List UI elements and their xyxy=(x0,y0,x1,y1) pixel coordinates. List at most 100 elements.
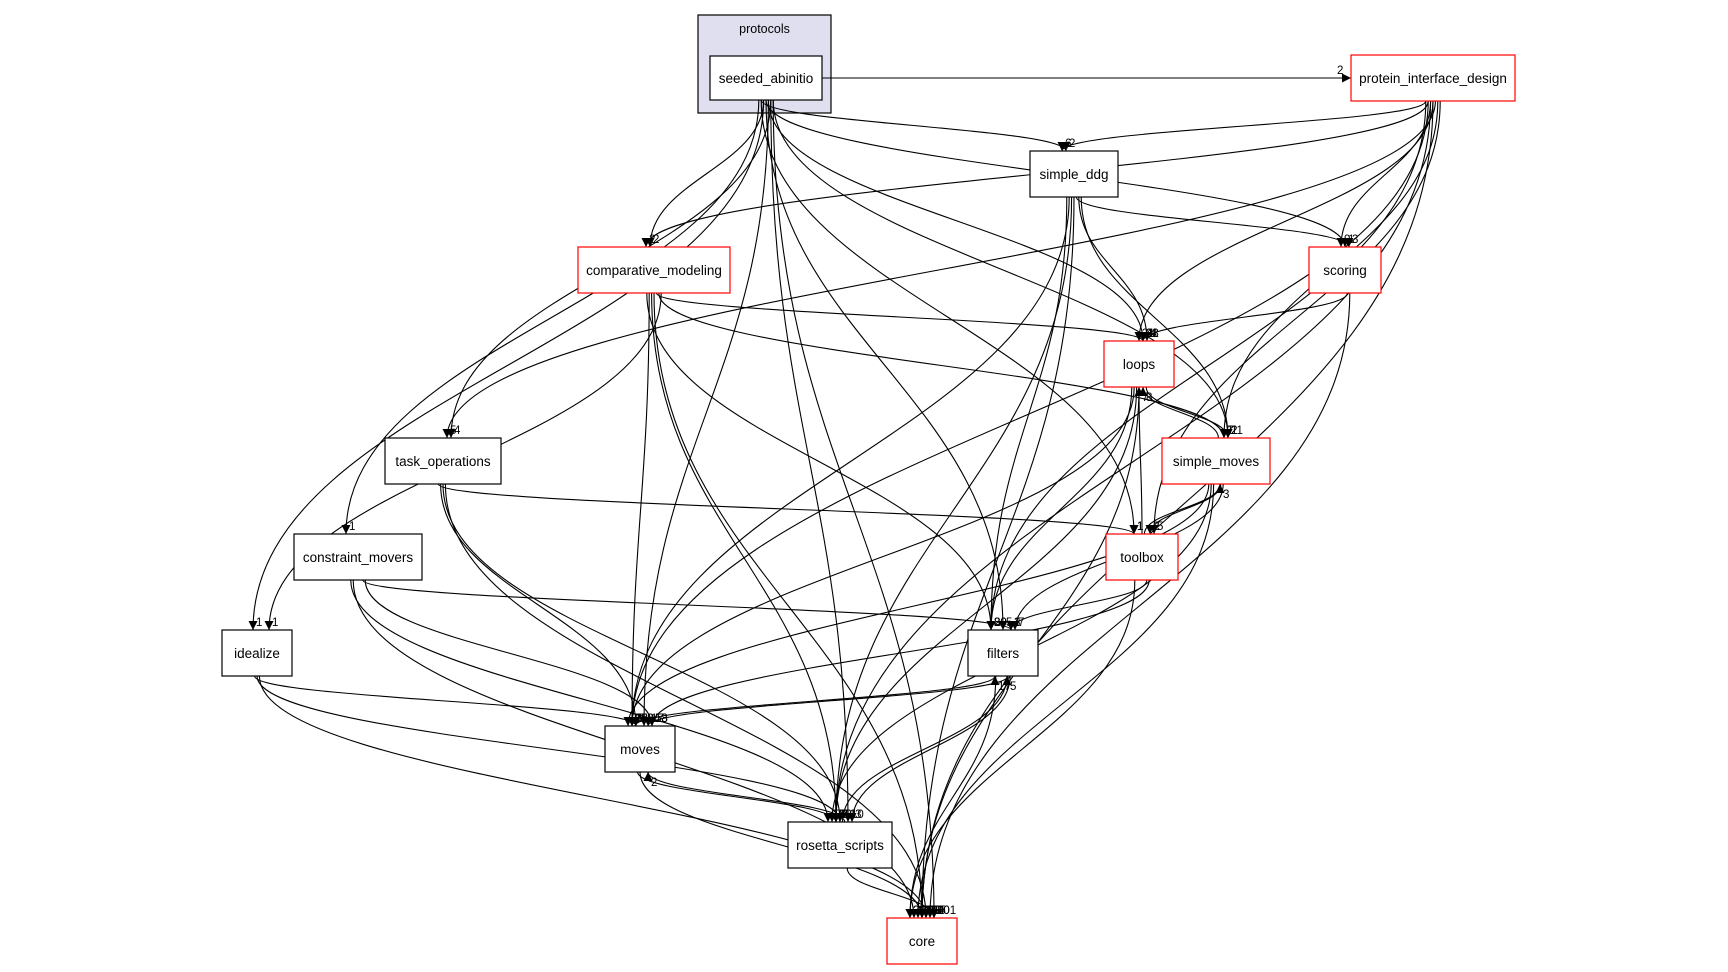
edge-label: 5 xyxy=(639,713,645,725)
node-label: toolbox xyxy=(1120,550,1164,565)
edge-task_operations-to-toolbox[interactable]: 1 xyxy=(437,483,1143,535)
edge-label: 2 xyxy=(649,234,655,246)
node-box xyxy=(1350,54,1516,102)
edge-toolbox-to-moves[interactable]: 53 xyxy=(647,579,1150,727)
edge-label: 2 xyxy=(1337,65,1343,77)
edge-simple_ddg-to-simple_moves[interactable]: 2 xyxy=(1080,196,1237,439)
node-label: core xyxy=(909,934,935,949)
edge-simple_ddg-to-rosetta_scripts[interactable]: 5 xyxy=(831,196,1073,823)
edge-label: 20 xyxy=(937,905,950,917)
edge-label: 2 xyxy=(651,777,657,789)
edge-label: 7 xyxy=(1142,392,1148,404)
edge-line xyxy=(647,579,1150,727)
node-label: simple_ddg xyxy=(1039,167,1108,182)
edge-toolbox-to-simple_moves[interactable]: 3 xyxy=(1143,483,1229,535)
edge-seeded_abinitio-to-comparative_modeling[interactable]: 2 xyxy=(645,99,765,248)
edge-scoring-to-loops[interactable]: 3 xyxy=(1138,292,1348,342)
edge-rosetta_scripts-to-filters[interactable]: 5 xyxy=(841,675,1016,823)
edge-line xyxy=(634,675,1000,727)
edge-comparative_modeling-to-loops[interactable]: 28 xyxy=(655,292,1159,342)
edge-line xyxy=(831,100,1432,823)
edge-loops-to-filters[interactable]: 3 xyxy=(986,386,1133,631)
edge-line xyxy=(917,196,1075,919)
edge-rosetta_scripts-to-core[interactable]: 101 xyxy=(846,867,956,919)
edge-line xyxy=(1080,196,1233,439)
edge-line xyxy=(1075,196,1354,248)
node-simple-moves[interactable]: simple_moves xyxy=(1161,437,1271,485)
edge-seeded_abinitio-to-simple_ddg[interactable]: 2 xyxy=(760,99,1075,152)
edge-line xyxy=(1143,483,1225,535)
edge-label: 1 xyxy=(1137,521,1143,533)
edge-label: 3 xyxy=(994,617,1000,629)
edge-seeded_abinitio-to-core[interactable]: 20 xyxy=(772,99,950,919)
edge-constraint_movers-to-rosetta_scripts[interactable]: 2 xyxy=(350,579,838,823)
edge-rosetta_scripts-to-moves[interactable]: 2 xyxy=(643,771,846,823)
node-label: seeded_abinitio xyxy=(719,71,814,86)
node-box xyxy=(709,55,823,101)
edge-protein_interface_design-to-task_operations[interactable]: 5 xyxy=(442,100,1436,439)
edge-seeded_abinitio-to-simple_moves[interactable]: 2 xyxy=(772,99,1237,439)
edge-label: 2 xyxy=(1069,138,1075,150)
edge-idealize-to-moves[interactable]: 9 xyxy=(254,675,646,727)
node-core[interactable]: core xyxy=(886,917,958,965)
edge-line xyxy=(1138,292,1348,342)
edge-simple_moves-to-loops[interactable]: 8 xyxy=(1138,386,1219,439)
edge-simple_ddg-to-scoring[interactable]: 3 xyxy=(1075,196,1358,248)
edge-protein_interface_design-to-core[interactable]: 452 xyxy=(917,100,1434,919)
edge-seeded_abinitio-to-protein_interface_design[interactable]: 2 xyxy=(821,65,1351,83)
node-box xyxy=(293,533,423,581)
edge-constraint_movers-to-filters[interactable]: 3 xyxy=(362,579,1021,631)
edge-simple_ddg-to-loops[interactable]: 4 xyxy=(1078,196,1157,342)
edge-protein_interface_design-to-simple_ddg[interactable]: 6 xyxy=(1057,100,1427,152)
edge-line xyxy=(658,292,1229,439)
edge-line xyxy=(653,292,927,919)
edge-idealize-to-core[interactable]: 63 xyxy=(258,675,942,919)
edge-line xyxy=(444,483,931,919)
edge-protein_interface_design-to-scoring[interactable]: 9 xyxy=(1336,100,1432,248)
node-label: idealize xyxy=(234,646,280,661)
node-idealize[interactable]: idealize xyxy=(221,629,293,677)
edge-toolbox-to-filters[interactable]: 1 xyxy=(1006,579,1148,631)
edge-label: 3 xyxy=(1352,234,1358,246)
node-loops[interactable]: loops xyxy=(1103,340,1175,388)
edge-label: 17 xyxy=(651,713,664,725)
edge-line xyxy=(627,292,650,727)
edge-line xyxy=(760,99,1071,152)
node-simple-ddg[interactable]: simple_ddg xyxy=(1029,150,1119,198)
node-scoring[interactable]: scoring xyxy=(1308,246,1382,294)
edge-label: 2 xyxy=(843,809,849,821)
node-label: filters xyxy=(987,646,1020,661)
node-comparative-modeling[interactable]: comparative_modeling xyxy=(577,246,731,294)
edge-line xyxy=(846,867,939,919)
node-moves[interactable]: moves xyxy=(604,725,676,773)
node-label: loops xyxy=(1123,357,1156,372)
edge-seeded_abinitio-to-idealize[interactable]: 1 xyxy=(248,99,765,631)
edge-seeded_abinitio-to-loops[interactable]: 41 xyxy=(767,99,1159,342)
node-constraint-movers[interactable]: constraint_movers xyxy=(293,533,423,581)
edge-comparative_modeling-to-filters[interactable]: 3 xyxy=(646,292,1001,631)
edge-filters-to-rosetta_scripts[interactable]: 3 xyxy=(847,675,1011,823)
edge-loops-to-rosetta_scripts[interactable]: 3 xyxy=(831,386,1138,823)
edge-seeded_abinitio-to-toolbox[interactable]: 1 xyxy=(760,99,1143,535)
edge-line xyxy=(1006,579,1148,631)
edge-label: 11 xyxy=(1231,425,1243,437)
edge-label: 6 xyxy=(1065,138,1071,150)
edge-idealize-to-rosetta_scripts[interactable]: 2 xyxy=(256,675,849,823)
cluster-label: protocols xyxy=(739,22,790,36)
node-seeded-abinitio[interactable]: seeded_abinitio xyxy=(709,55,823,101)
edge-comparative_modeling-to-rosetta_scripts[interactable]: 1 xyxy=(651,292,846,823)
node-task-operations[interactable]: task_operations xyxy=(384,437,502,485)
edge-seeded_abinitio-to-filters[interactable]: 5 xyxy=(765,99,1012,631)
node-toolbox[interactable]: toolbox xyxy=(1105,533,1179,581)
node-rosetta-scripts[interactable]: rosetta_scripts xyxy=(787,821,893,869)
edge-seeded_abinitio-to-constraint_movers[interactable]: 1 xyxy=(341,99,760,535)
edge-loops-to-simple_moves[interactable]: 11 xyxy=(1145,386,1243,439)
edge-line xyxy=(627,386,1135,727)
edge-line xyxy=(772,99,939,919)
node-protein-interface-design[interactable]: protein_interface_design xyxy=(1350,54,1516,102)
node-box xyxy=(1029,150,1119,198)
edge-task_operations-to-moves[interactable]: 5 xyxy=(440,483,646,727)
edge-toolbox-to-loops[interactable]: 7 xyxy=(1134,386,1148,535)
node-filters[interactable]: filters xyxy=(967,629,1039,677)
